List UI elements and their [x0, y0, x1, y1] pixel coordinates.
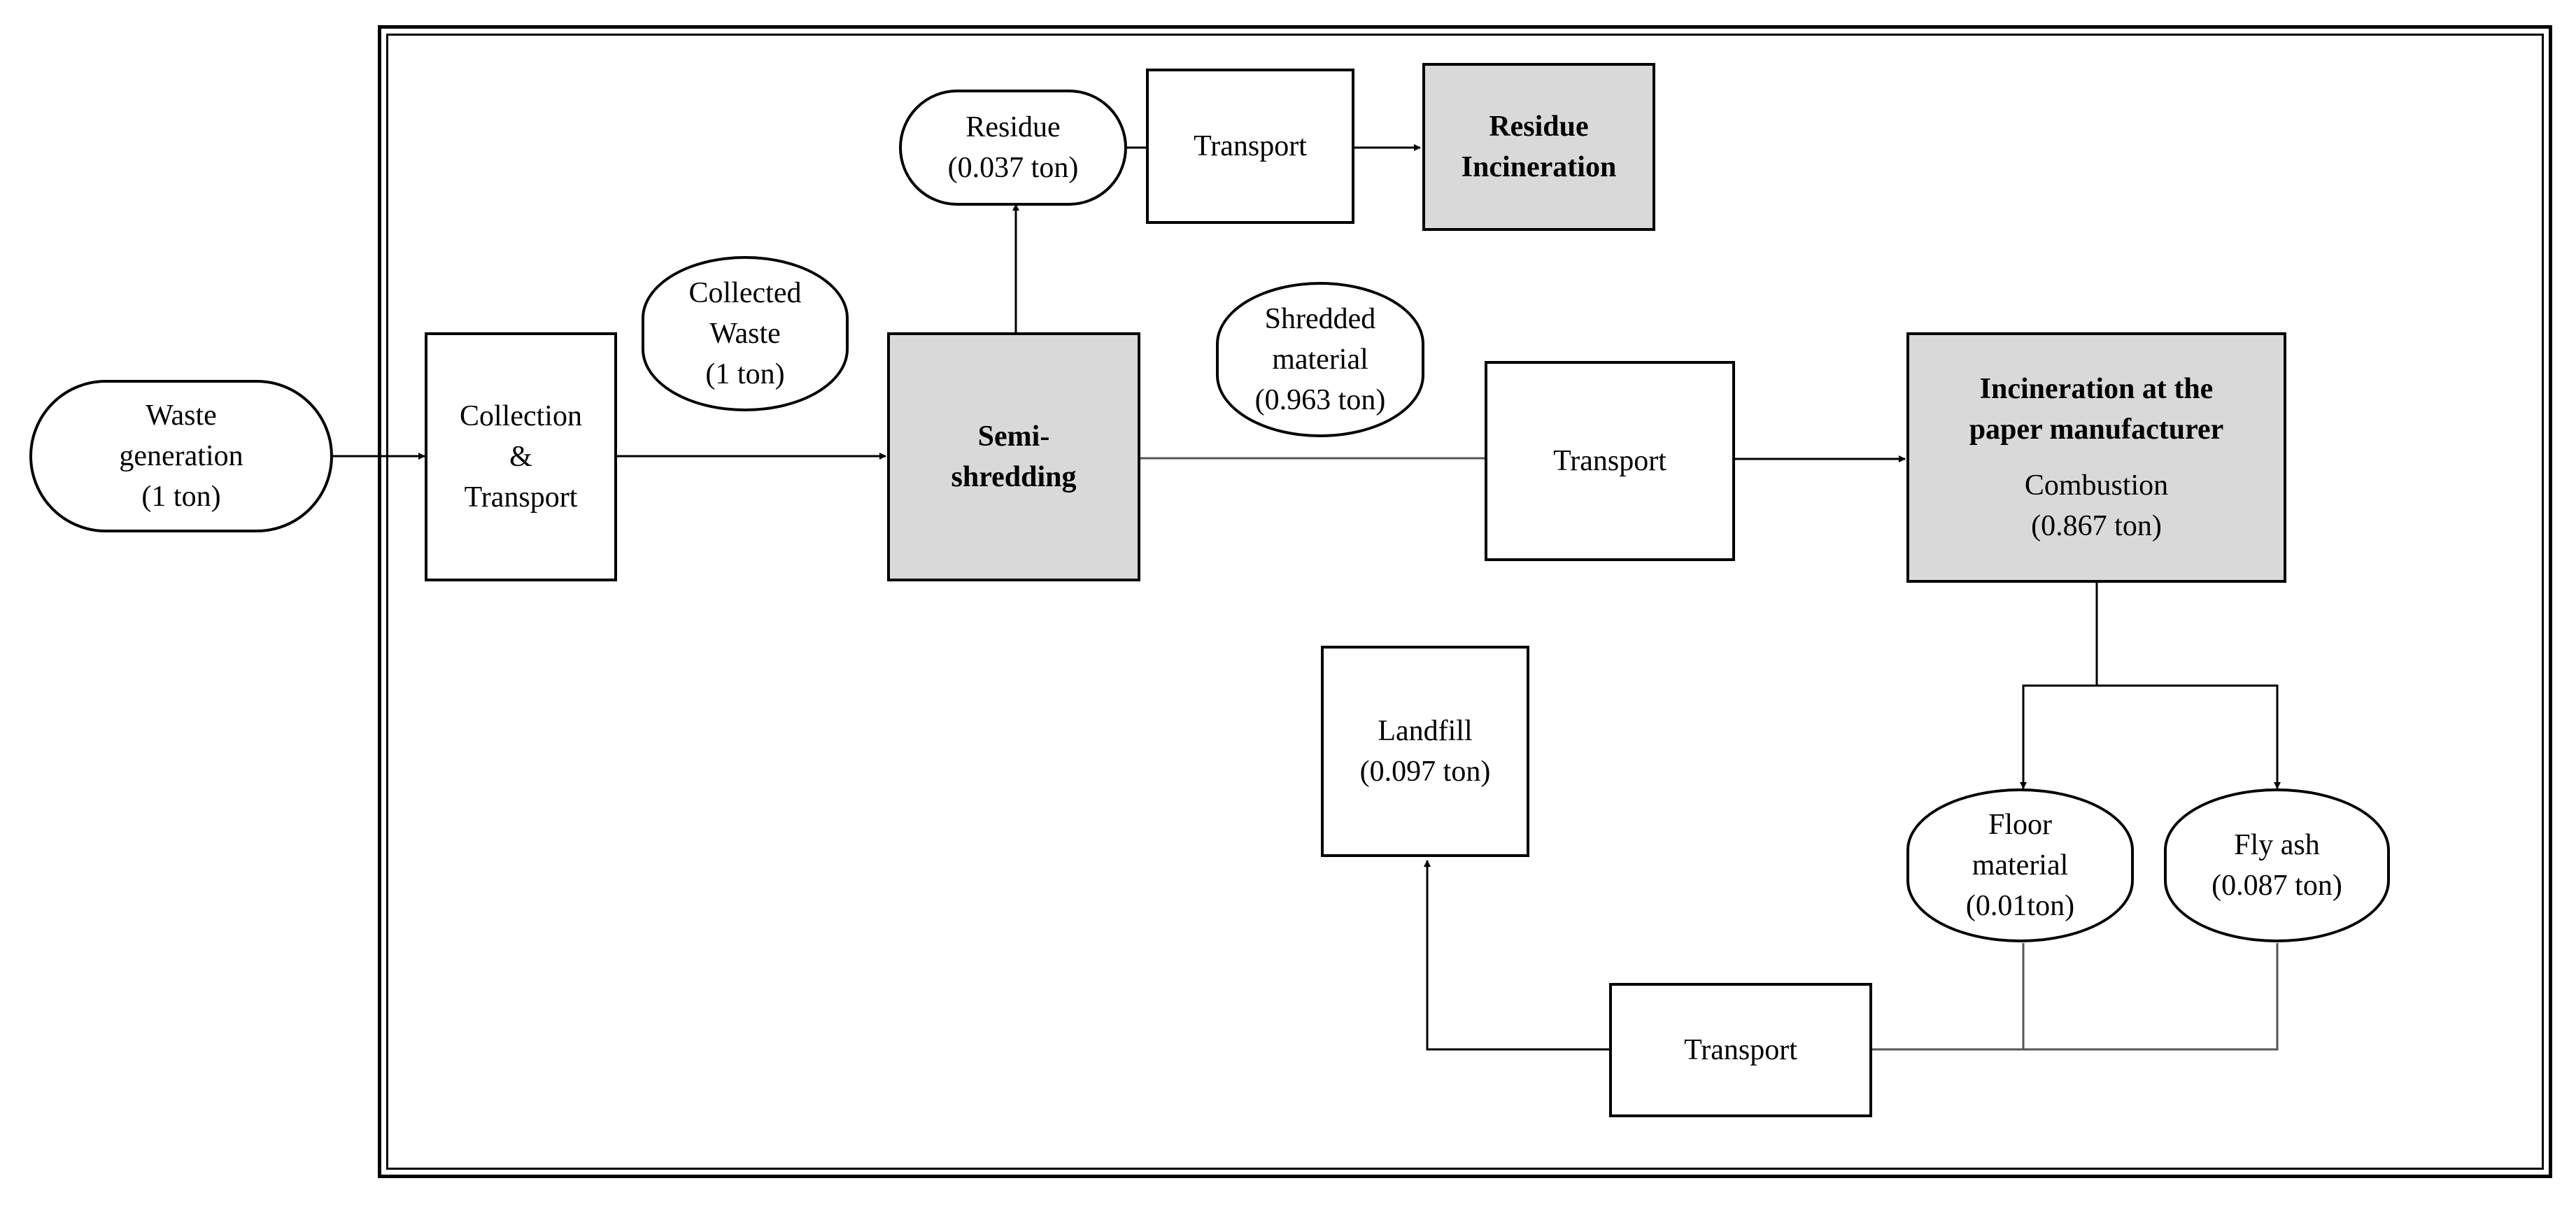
residue-line-2: (0.037 ton)	[947, 152, 1079, 184]
waste-generation-line-2: generation	[119, 440, 243, 472]
node-transport-residue: Transport	[1146, 69, 1354, 224]
incineration-sub-line-1: Combustion	[2024, 469, 2169, 502]
node-transport-main: Transport	[1485, 361, 1735, 561]
floor-material-line-2: material	[1972, 849, 2069, 881]
residue-line-1: Residue	[965, 111, 1061, 143]
landfill-line-2: (0.097 ton)	[1359, 756, 1491, 788]
waste-generation-line-1: Waste	[146, 399, 217, 432]
system-boundary-inner	[386, 34, 2544, 1170]
transport-main-label: Transport	[1553, 445, 1666, 477]
collected-waste-line-3: (1 ton)	[705, 358, 785, 390]
collected-waste-line-1: Collected	[688, 277, 802, 309]
edge-fly-ash-to-transport	[2023, 943, 2279, 1051]
transport-bottom-label: Transport	[1684, 1034, 1797, 1066]
collection-transport-line-2: &	[509, 441, 532, 473]
node-floor-material: Floor material (0.01ton)	[1906, 788, 2134, 942]
incineration-sub-line-2: (0.867 ton)	[2031, 510, 2162, 542]
floor-material-line-1: Floor	[1988, 809, 2052, 841]
shredded-material-line-3: (0.963 ton)	[1254, 384, 1386, 416]
semi-shredding-line-2: shredding	[951, 461, 1077, 493]
node-waste-generation: Waste generation (1 ton)	[29, 380, 333, 532]
fly-ash-line-2: (0.087 ton)	[2211, 870, 2342, 902]
node-landfill: Landfill (0.097 ton)	[1321, 646, 1529, 857]
semi-shredding-line-1: Semi-	[977, 420, 1050, 453]
landfill-line-1: Landfill	[1378, 715, 1473, 747]
edge-floor-to-transport	[1872, 943, 2025, 1051]
edge-transport-to-landfill	[1424, 860, 1611, 1051]
node-incineration-paper-manufacturer: Incineration at the paper manufacturer C…	[1906, 332, 2286, 583]
node-collected-waste: Collected Waste (1 ton)	[642, 256, 849, 411]
incineration-title-line-2: paper manufacturer	[1969, 413, 2224, 446]
fly-ash-line-1: Fly ash	[2234, 829, 2320, 861]
node-transport-bottom: Transport	[1609, 983, 1872, 1117]
incineration-title-line-1: Incineration at the	[1979, 373, 2214, 405]
node-residue-incineration: Residue Incineration	[1422, 63, 1655, 231]
transport-residue-label: Transport	[1194, 130, 1307, 162]
shredded-material-line-1: Shredded	[1264, 303, 1376, 335]
waste-generation-line-3: (1 ton)	[141, 481, 221, 513]
residue-incineration-line-1: Residue	[1489, 111, 1589, 143]
collection-transport-line-1: Collection	[460, 400, 582, 432]
system-boundary-outer	[378, 25, 2552, 1178]
floor-material-line-3: (0.01ton)	[1965, 890, 2075, 922]
node-fly-ash: Fly ash (0.087 ton)	[2164, 788, 2390, 942]
edge-incineration-split	[2020, 582, 2098, 789]
collected-waste-line-2: Waste	[709, 318, 781, 350]
edge-split-to-fly-ash	[2097, 684, 2281, 789]
node-collection-transport: Collection & Transport	[425, 332, 617, 581]
shredded-material-line-2: material	[1272, 344, 1368, 376]
residue-incineration-line-2: Incineration	[1461, 151, 1617, 183]
collection-transport-line-3: Transport	[464, 481, 578, 514]
node-shredded-material: Shredded material (0.963 ton)	[1216, 282, 1424, 437]
node-semi-shredding: Semi- shredding	[887, 332, 1140, 581]
node-residue: Residue (0.037 ton)	[899, 90, 1127, 206]
